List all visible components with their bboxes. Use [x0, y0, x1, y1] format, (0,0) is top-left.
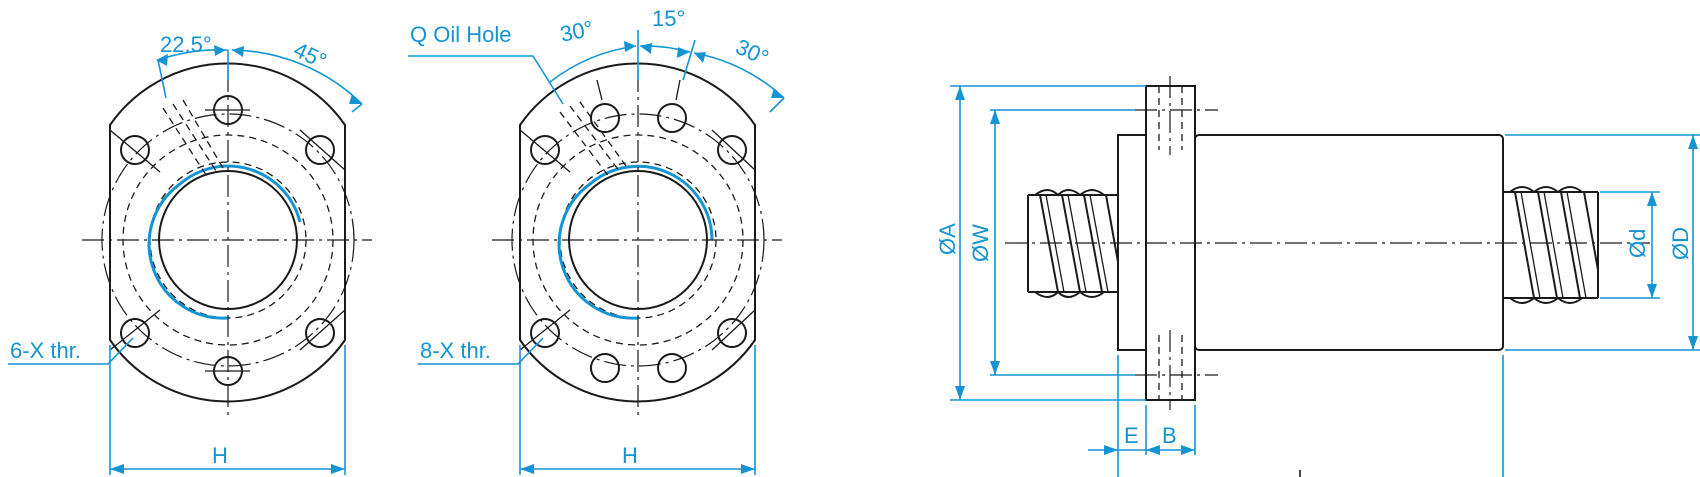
arrowhead	[156, 54, 168, 66]
angle-ext	[769, 97, 785, 113]
arrowhead	[1104, 445, 1118, 455]
bolt-hole	[530, 135, 560, 165]
thread-leader	[418, 337, 544, 365]
flange-hole-top	[1158, 86, 1183, 150]
arrowhead	[990, 110, 1000, 124]
hole-ticks	[109, 109, 346, 372]
bolt-holes	[519, 79, 756, 383]
angle-label-15: 15°	[652, 6, 685, 31]
arrowhead	[331, 464, 345, 474]
arrowhead	[741, 464, 755, 474]
screw-shaft-right	[1503, 186, 1599, 304]
bolt-hole	[657, 103, 687, 133]
width-label: H	[622, 443, 638, 468]
oil-hole-label: Q Oil Hole	[410, 22, 511, 47]
bore-highlight	[147, 164, 302, 320]
angle-ext	[682, 39, 696, 81]
arrowhead	[640, 43, 652, 54]
flange-hole-bottom	[1158, 335, 1183, 400]
oil-hole-hidden	[559, 101, 627, 179]
arrowhead	[955, 386, 965, 400]
arrowhead	[955, 86, 965, 100]
arrowhead	[110, 464, 124, 474]
diameter-small-d-label: Ød	[1625, 229, 1650, 258]
thread-leader	[8, 337, 134, 365]
arrowhead	[990, 361, 1000, 375]
arrowhead	[214, 45, 226, 56]
hole-ticks	[519, 79, 756, 351]
bolt-hole	[305, 318, 335, 348]
bolt-hole	[717, 135, 747, 165]
diameter-big-d-label: ØD	[1668, 227, 1693, 260]
offset-e-label: E	[1124, 423, 1139, 448]
thread-label: 8-X thr.	[420, 338, 491, 363]
flange-b-label: B	[1162, 423, 1177, 448]
angle-label-22-5: 22.5°	[160, 32, 212, 57]
arrowhead	[694, 52, 706, 63]
arrowhead	[771, 88, 784, 98]
bolt-hole	[120, 135, 150, 165]
arrowhead	[232, 46, 244, 57]
front-view-6-hole: 22.5° 45° 6-X thr. H	[8, 32, 372, 475]
arrowhead	[349, 94, 362, 104]
width-label: H	[212, 443, 228, 468]
bolt-hole	[717, 318, 747, 348]
arrowhead	[1647, 284, 1657, 298]
bolt-hole	[530, 318, 560, 348]
arrowhead	[1181, 445, 1195, 455]
diameter-a-label: ØA	[935, 223, 960, 255]
arrowhead	[1146, 445, 1160, 455]
angle-label-30-left: 30°	[558, 16, 596, 47]
oil-hole-hidden	[162, 99, 224, 179]
bore-highlight	[557, 164, 714, 320]
arrowhead	[677, 47, 690, 58]
bolt-hole	[305, 135, 335, 165]
bolt-hole	[590, 353, 620, 383]
thread-label: 6-X thr.	[10, 338, 81, 363]
bolt-hole	[120, 318, 150, 348]
side-view: ØA ØW Ød ØD E B	[935, 76, 1700, 477]
angle-ext	[157, 59, 167, 99]
flange-outline	[519, 62, 756, 403]
arrowhead	[1647, 192, 1657, 206]
arrowhead	[1688, 336, 1698, 350]
bolt-hole	[590, 103, 620, 133]
angle-label-45: 45°	[290, 37, 331, 74]
bolt-hole	[657, 353, 687, 383]
front-view-8-hole: 30° 15° 30° Q Oil Hole 8-X thr. H	[408, 6, 785, 475]
angle-ext	[351, 103, 363, 113]
angle-label-30-right: 30°	[732, 34, 773, 71]
diameter-w-label: ØW	[968, 224, 993, 262]
angle-arc-45	[231, 49, 363, 105]
arrowhead	[1688, 135, 1698, 149]
bolt-holes	[109, 95, 346, 386]
flange-outline	[109, 62, 346, 403]
oil-hole-leader	[408, 55, 564, 105]
arrowhead	[624, 41, 636, 52]
arrowhead	[520, 464, 534, 474]
